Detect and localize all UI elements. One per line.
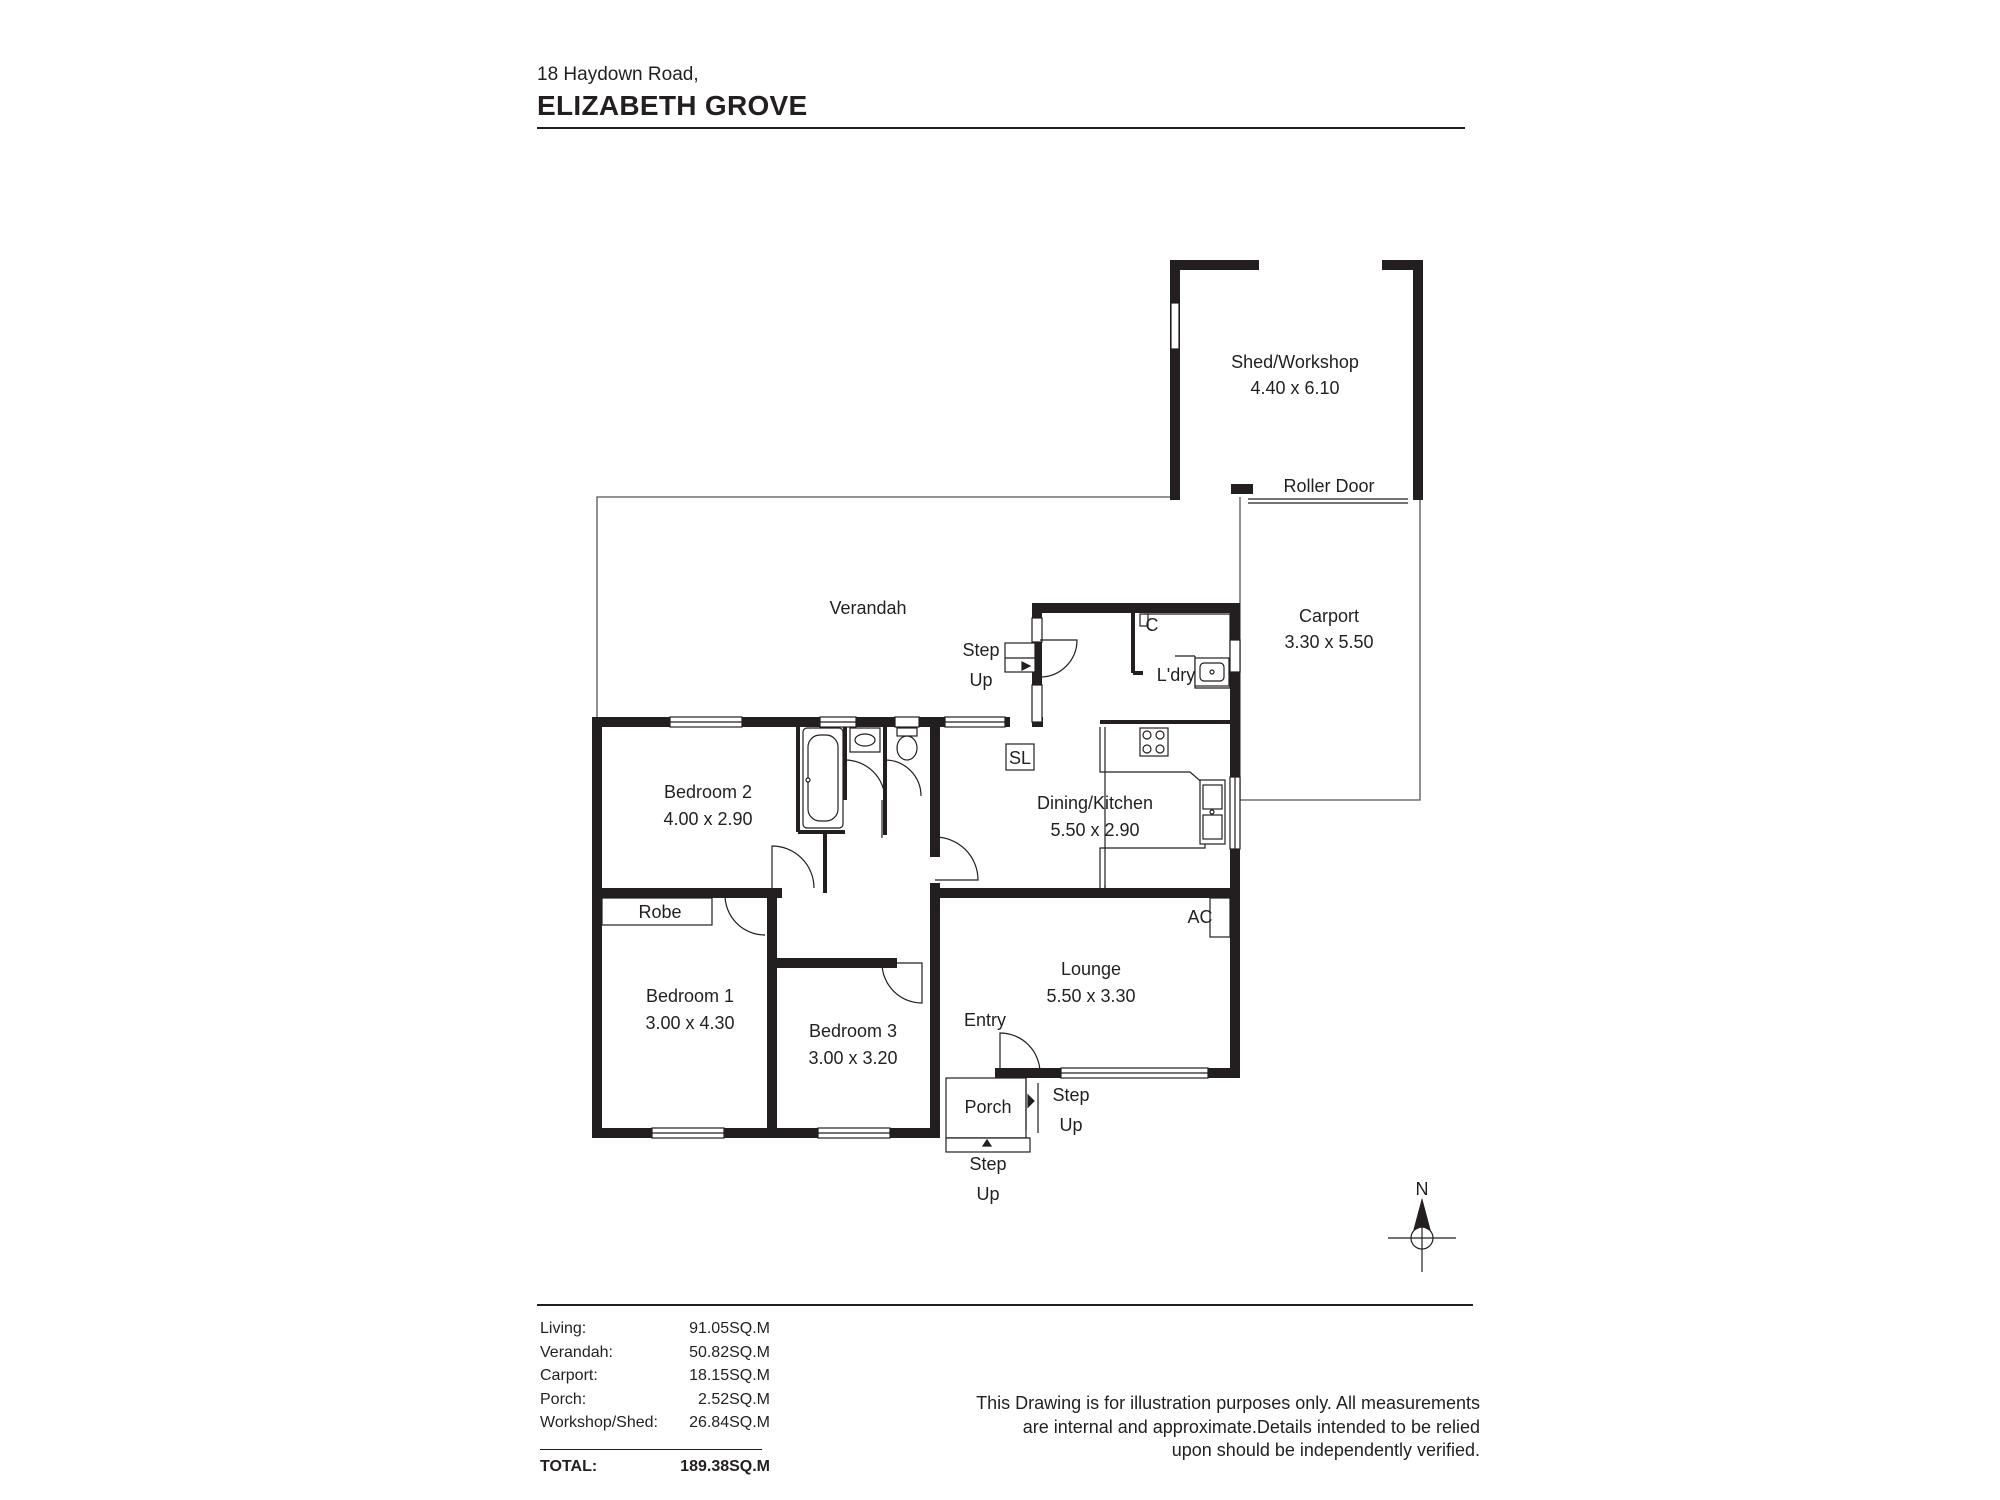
address-street: 18 Haydown Road, xyxy=(537,64,699,85)
bedroom1-name: Bedroom 1 xyxy=(646,986,734,1006)
windows xyxy=(651,617,1241,1139)
area-value: 18.15SQ.M xyxy=(689,1367,770,1384)
porch-label: Porch xyxy=(964,1097,1011,1117)
step-label-verandah: Step xyxy=(962,640,999,660)
bedroom1-dims: 3.00 x 4.30 xyxy=(645,1013,734,1033)
area-row-workshop-shed: Workshop/Shed: 26.84SQ.M xyxy=(540,1411,770,1435)
shed-name: Shed/Workshop xyxy=(1231,352,1359,372)
up-label-porch-side: Up xyxy=(1059,1115,1082,1135)
total-value: 189.38SQ.M xyxy=(680,1458,770,1475)
area-label: Porch: xyxy=(540,1390,587,1408)
entry-label: Entry xyxy=(964,1010,1006,1030)
disclaimer-line-1: This Drawing is for illustration purpose… xyxy=(976,1393,1480,1413)
disclaimer-line-2: are internal and approximate.Details int… xyxy=(1022,1416,1480,1437)
room-labels: Shed/Workshop 4.40 x 6.10 Roller Door Ca… xyxy=(638,352,1428,1204)
bedroom2-name: Bedroom 2 xyxy=(664,782,752,802)
shed-walls xyxy=(1170,260,1423,500)
dining-kitchen-name: Dining/Kitchen xyxy=(1037,793,1153,813)
shed-dims: 4.40 x 6.10 xyxy=(1250,378,1339,398)
disclaimer-line-3: upon should be independently verified. xyxy=(1171,1440,1480,1460)
robe-label: Robe xyxy=(638,902,681,922)
bedroom3-dims: 3.00 x 3.20 xyxy=(808,1048,897,1068)
carport-dims: 3.30 x 5.50 xyxy=(1284,632,1373,652)
verandah-outline xyxy=(596,496,1175,718)
roller-door-label: Roller Door xyxy=(1283,476,1374,496)
skylight-label: SL xyxy=(1009,748,1031,768)
header-divider xyxy=(537,127,1465,129)
cupboard-label: C xyxy=(1146,615,1159,635)
lounge-name: Lounge xyxy=(1061,959,1121,979)
shed-details xyxy=(1170,302,1408,504)
step-verandah xyxy=(1004,642,1036,673)
area-row-carport: Carport: 18.15SQ.M xyxy=(540,1364,770,1388)
step-label-porch-side: Step xyxy=(1052,1085,1089,1105)
area-label: Carport: xyxy=(540,1367,598,1384)
house-walls xyxy=(592,603,1240,1138)
verandah-label: Verandah xyxy=(829,598,906,618)
up-label-verandah: Up xyxy=(969,670,992,690)
area-row-porch: Porch: 2.52SQ.M xyxy=(540,1388,770,1412)
dining-kitchen-dims: 5.50 x 2.90 xyxy=(1050,820,1139,840)
area-row-living: Living: 91.05SQ.M xyxy=(540,1317,770,1341)
kitchen-fixtures xyxy=(1139,657,1230,845)
ac-label: AC xyxy=(1187,907,1212,927)
bedroom2-dims: 4.00 x 2.90 xyxy=(663,809,752,829)
area-label: Workshop/Shed: xyxy=(540,1414,658,1431)
doors xyxy=(724,639,1078,1074)
carport-name: Carport xyxy=(1299,606,1359,626)
compass-north-label: N xyxy=(1416,1179,1429,1199)
area-row-verandah: Verandah: 50.82SQ.M xyxy=(540,1341,770,1365)
area-value: 91.05SQ.M xyxy=(689,1320,770,1337)
porch xyxy=(945,1077,1039,1153)
compass-icon xyxy=(1388,1197,1456,1272)
bathroom-fixtures xyxy=(802,727,918,829)
fixtures xyxy=(601,743,1231,938)
laundry-label: L'dry xyxy=(1157,665,1195,685)
area-value: 50.82SQ.M xyxy=(689,1343,770,1361)
area-value: 2.52SQ.M xyxy=(697,1390,770,1408)
area-table: Living: 91.05SQ.M Verandah: 50.82SQ.M Ca… xyxy=(540,1317,770,1435)
area-label: Verandah: xyxy=(540,1343,613,1361)
lounge-dims: 5.50 x 3.30 xyxy=(1046,986,1135,1006)
total-label: TOTAL: xyxy=(540,1458,598,1475)
area-total-row: TOTAL: 189.38SQ.M xyxy=(540,1458,770,1476)
footer-divider xyxy=(537,1304,1473,1306)
area-label: Living: xyxy=(540,1320,587,1337)
bedroom3-name: Bedroom 3 xyxy=(809,1021,897,1041)
area-value: 26.84SQ.M xyxy=(689,1414,770,1431)
total-divider xyxy=(540,1449,762,1450)
step-label-porch-front: Step xyxy=(969,1154,1006,1174)
address-suburb: ELIZABETH GROVE xyxy=(537,90,808,121)
disclaimer: This Drawing is for illustration purpose… xyxy=(900,1392,1480,1463)
up-label-porch-front: Up xyxy=(976,1184,999,1204)
